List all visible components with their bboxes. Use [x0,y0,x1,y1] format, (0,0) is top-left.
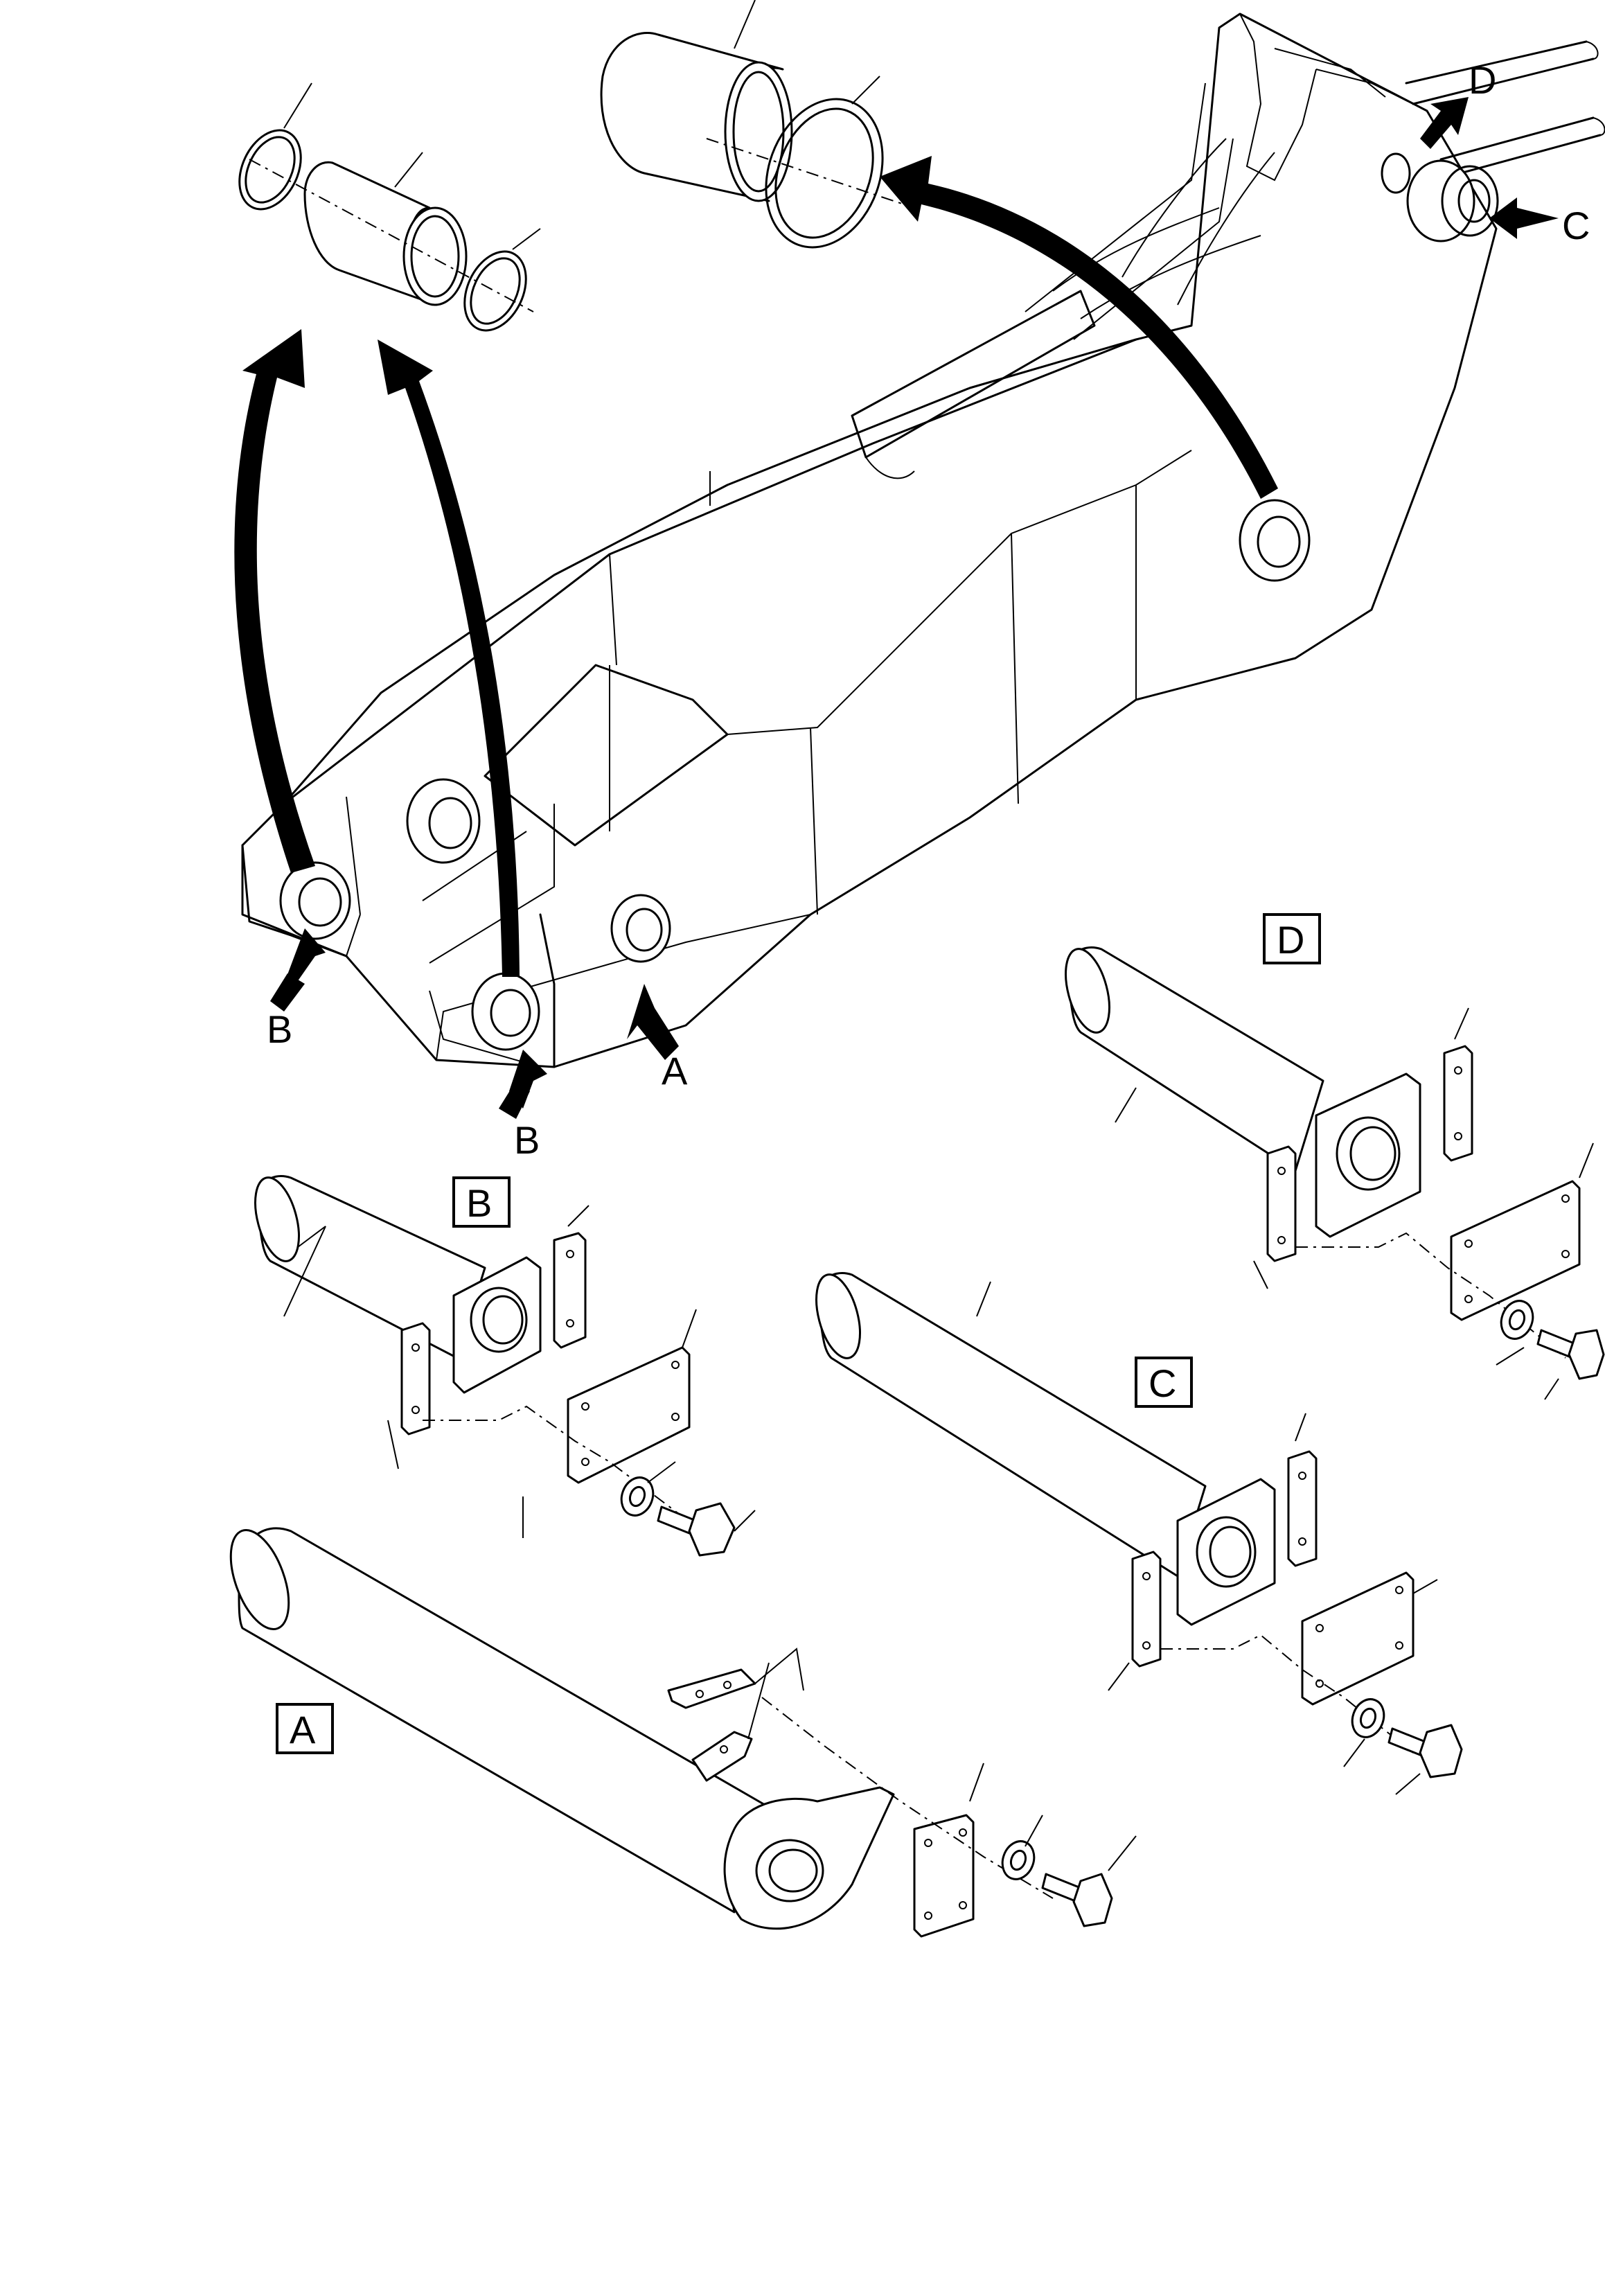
small-bushing [303,152,468,306]
label-box-a: A [290,1708,316,1751]
detail-box-d [1263,913,1321,964]
pin-boss-a [610,894,671,963]
small-seal-ring-left [238,82,312,211]
detail-d-pin-assembly: D [1065,913,1605,1400]
pin-boss-c [1406,159,1499,242]
detail-c-pin-assembly: C [815,1272,1463,1795]
label-box-d: D [1277,918,1304,962]
arrow-b-left-to-bushing [234,329,315,873]
small-seal-ring-right [249,159,541,332]
label-arrow-d: D [1469,58,1496,102]
pointer-arrow-a: A [627,984,688,1093]
detail-box-a [276,1703,334,1754]
pin-boss-cylinder [1239,499,1311,582]
label-arrow-c: C [1562,204,1590,247]
pointer-arrow-b-right: B [499,1050,547,1162]
pointer-arrow-d: D [1420,58,1496,149]
pointer-arrow-b-left: B [267,928,326,1051]
detail-box-c [1135,1357,1193,1408]
arrow-b-right-to-bushing [378,339,520,977]
pin-boss-b-right [471,972,540,1051]
label-box-b: B [466,1181,492,1225]
label-arrow-b-left: B [267,1007,292,1051]
pin-boss-b-left [279,861,351,940]
label-arrow-a: A [662,1049,688,1093]
label-box-c: C [1149,1361,1176,1405]
pointer-arrow-c: C [1489,197,1590,247]
pin-boss-left-outer [406,778,481,864]
detail-a-pin-assembly: A [229,1496,1137,1938]
arrow-cylinder-to-large-bushing [880,156,1278,499]
detail-b-pin-assembly: B [254,1175,756,1557]
pin-boss-d [1381,152,1411,194]
large-seal-ring [706,76,915,249]
label-arrow-b-right: B [514,1118,540,1162]
detail-box-b [452,1176,511,1228]
large-bushing [600,0,793,202]
